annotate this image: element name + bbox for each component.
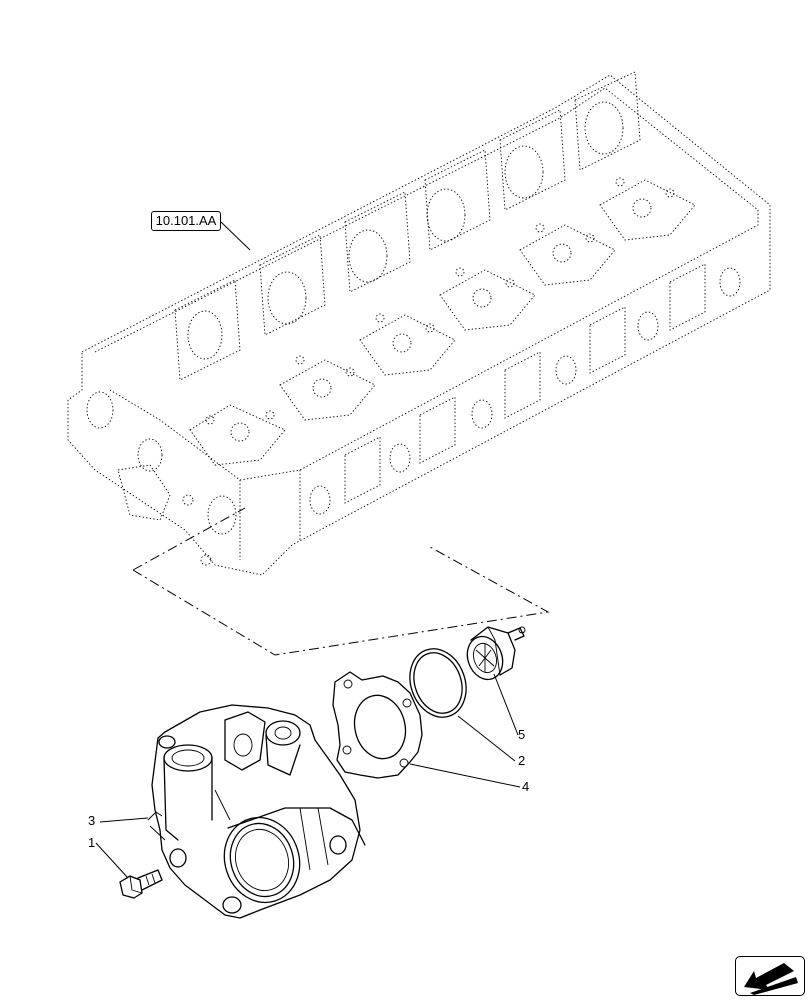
callout-1: 1	[88, 835, 96, 850]
cylinder-head-outline	[67, 71, 771, 576]
o-ring	[409, 648, 467, 718]
reference-label[interactable]: 10.101.AA	[151, 211, 221, 231]
arrow-back-icon	[744, 963, 798, 995]
callout-2: 2	[518, 753, 526, 768]
mounting-plane	[132, 507, 550, 656]
thermostat-housing	[147, 704, 366, 919]
callout-3: 3	[88, 813, 96, 828]
bolt	[119, 869, 163, 899]
back-navigation-button[interactable]	[735, 956, 805, 996]
gasket	[332, 671, 423, 779]
callout-4: 4	[522, 779, 530, 794]
thermostat	[466, 626, 526, 681]
callout-5: 5	[518, 727, 526, 742]
leader-lines	[95, 221, 521, 879]
